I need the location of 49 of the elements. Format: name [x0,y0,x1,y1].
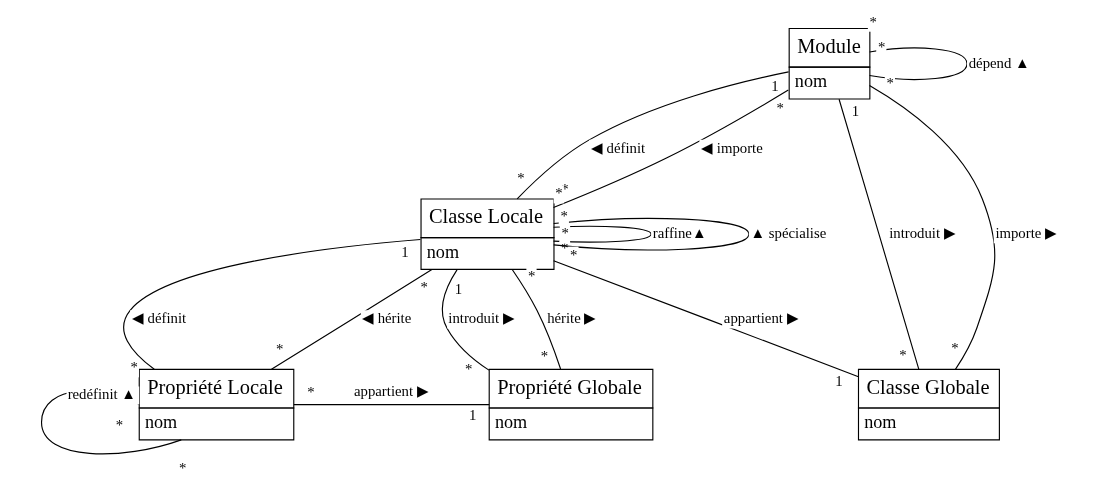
edge-label: ◀ définit [590,139,645,156]
label: * [776,99,784,116]
label: * [877,38,885,55]
edge-label: ◀ importe [700,139,763,156]
edge-label: raffine▲ [652,224,707,241]
label: 1 [770,77,779,94]
connector [441,268,489,371]
label: * [886,74,894,91]
label: * [898,346,907,363]
label: * [115,416,123,433]
label: 1 [400,243,409,260]
label: * [178,459,186,476]
connector [552,217,749,250]
label: * [516,169,525,186]
label: * [950,339,959,356]
edge-label: introduit ▶ [447,309,515,326]
label: * [527,267,535,284]
edge-label: ◀ définit [131,309,186,326]
label: * [275,340,283,357]
edge-label: redéfinit ▲ [67,385,136,402]
label: * [554,184,563,201]
label: * [559,207,568,224]
connector [838,98,919,370]
label: * [419,278,428,295]
connector [122,238,421,370]
connector [868,84,995,370]
label: 1 [851,102,859,119]
connector [552,259,859,377]
label: * [569,246,577,263]
connector [292,403,490,405]
label: * [869,13,877,29]
label: * [561,224,569,241]
label: * [306,383,315,400]
edge-label: ▲ spécialise [750,224,826,241]
edge-label: dépend ▲ [968,54,1030,71]
label: * [540,347,548,364]
connector [868,46,968,80]
edge-label: hérite ▶ [546,309,596,326]
label: 1 [468,406,476,423]
edge-label: appartient ▶ [723,309,799,326]
connector [511,268,561,370]
label: 1 [454,280,462,297]
edge-label: appartient ▶ [353,382,429,399]
edge-label: introduit ▶ [888,224,956,241]
label: * [129,358,138,375]
label: 1 [834,372,843,389]
label: * [464,360,472,377]
edge-label: ◀ hérite [361,309,411,326]
edge-label: importe ▶ [994,224,1057,241]
